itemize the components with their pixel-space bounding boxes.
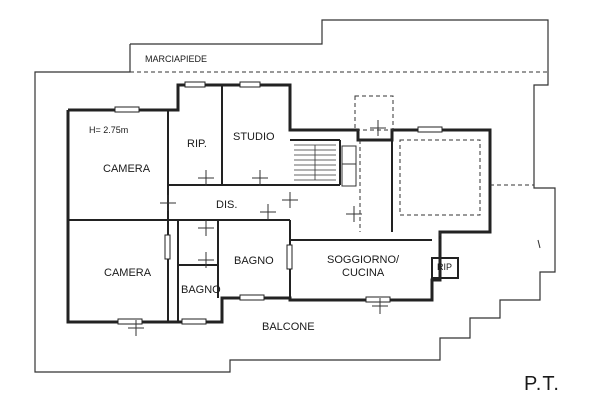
street-label: MARCIAPIEDE xyxy=(145,54,208,64)
dimension-mark xyxy=(537,239,541,249)
room-label-rip-small: RIP xyxy=(437,262,453,272)
room-label-bagno-small: BAGNO xyxy=(181,284,221,296)
balcony-label: BALCONE xyxy=(262,321,315,333)
room-label-studio: STUDIO xyxy=(233,131,275,143)
room-label-soggiorno: SOGGIORNO/ xyxy=(327,254,400,266)
room-label-ripostiglio: RIP. xyxy=(187,138,207,150)
dashed-projections xyxy=(130,71,548,240)
floor-label: P.T. xyxy=(524,373,560,395)
door-marks xyxy=(128,120,388,336)
interior-walls xyxy=(68,85,459,322)
height-note: H= 2.75m xyxy=(89,125,129,135)
room-label-bagno-main: BAGNO xyxy=(234,255,274,267)
room-label-camera-top: CAMERA xyxy=(103,163,151,175)
room-label-disimpegno: DIS. xyxy=(216,199,238,211)
room-label-camera-bottom: CAMERA xyxy=(104,267,152,279)
staircase xyxy=(294,144,336,181)
stair-landing xyxy=(341,145,357,187)
room-label-cucina: CUCINA xyxy=(342,267,385,279)
building-walls xyxy=(66,83,492,324)
windows xyxy=(114,81,443,325)
lot-boundary xyxy=(34,19,556,373)
